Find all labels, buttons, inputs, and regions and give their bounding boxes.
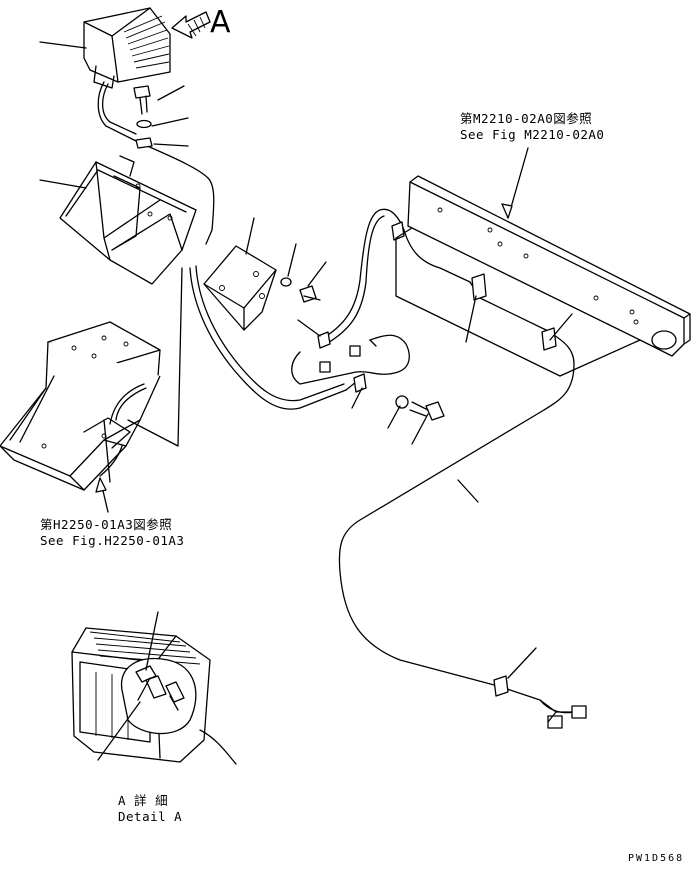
harness-clamps	[317, 221, 557, 697]
work-lamp	[83, 7, 171, 89]
detail-title-jp: A 詳 細	[118, 793, 169, 808]
plate-bolt	[299, 285, 321, 303]
plate-washer	[280, 277, 292, 287]
lower-reference-en: See Fig.H2250-01A3	[40, 533, 185, 548]
view-letter-a: A	[210, 5, 231, 40]
mount-block	[0, 321, 161, 491]
clamp-bolt	[409, 401, 445, 421]
tie-line	[127, 267, 183, 447]
washer	[136, 119, 152, 129]
lamp-bracket	[59, 155, 197, 285]
view-a-arrow-icon	[171, 11, 211, 39]
upper-reference-en: See Fig M2210-02A0	[460, 127, 605, 142]
lamp-wire	[97, 81, 215, 245]
end-connectors	[547, 705, 587, 729]
detail-title-en: Detail A	[118, 809, 183, 824]
nut	[135, 137, 153, 149]
connector-loop	[291, 334, 410, 385]
lamp-bolt	[133, 85, 151, 115]
detail-a-lamp	[71, 627, 237, 765]
drawing-code: PW1D568	[628, 853, 685, 864]
clamp-washer	[395, 395, 409, 409]
upper-reference-jp: 第M2210-02A0図参照	[460, 111, 593, 126]
leader-lines	[39, 41, 573, 761]
lower-reference-jp: 第H2250-01A3図参照	[40, 517, 173, 532]
frame-member	[395, 175, 691, 377]
mounting-plate	[203, 245, 277, 331]
